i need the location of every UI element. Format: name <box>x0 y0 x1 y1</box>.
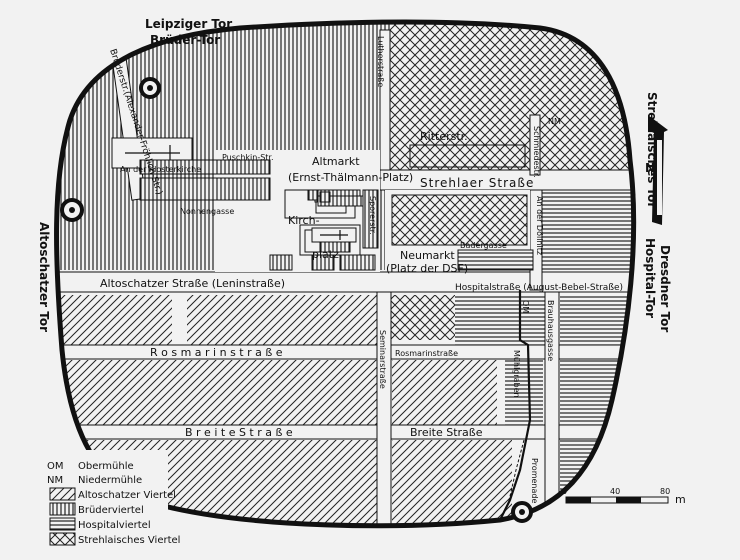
scale-bar: 0 40 80 m <box>562 487 686 506</box>
church-cross-icon <box>311 227 357 243</box>
muehlgraben-canal <box>494 290 532 526</box>
street-label-badergasse: Badergasse <box>460 241 507 250</box>
gate-label-hospital: Hospital-Tor <box>643 238 657 318</box>
square-label-neumarkt: Neumarkt <box>400 249 455 262</box>
street-label-nonnengasse: Nonnengasse <box>180 207 234 216</box>
mill-label-om: OM <box>521 300 530 313</box>
gate-label-brueder: Brüder-Tor <box>150 33 220 47</box>
street-label-rosmarin-east: Rosmarinstraße <box>395 349 458 358</box>
altoschatzer-block-3 <box>60 360 377 425</box>
scale-unit: m <box>675 493 686 506</box>
street-label-strehlaer: Strehlaer Straße <box>420 176 534 190</box>
street-label-promenade: Promenade <box>530 458 539 503</box>
legend-text-hospital: Hospitalviertel <box>78 520 151 531</box>
street-label-breite-west: B r e i t e S t r a ß e <box>185 426 293 439</box>
legend-abbr-nm: NM <box>47 475 63 486</box>
mill-label-nm: NM <box>548 117 561 126</box>
legend: OM Obermühle NM Niedermühle Altoschatzer… <box>28 450 180 560</box>
altoschatzer-block-4 <box>392 360 497 425</box>
street-label-seminar: Seminarstraße <box>378 330 387 389</box>
legend-abbr-om: OM <box>47 461 64 472</box>
square-label-altmarkt-alt: (Ernst-Thälmann-Platz) <box>288 171 413 184</box>
legend-swatch-vert <box>49 502 76 516</box>
legend-text-altoschatzer: Altoschatzer Viertel <box>78 490 176 501</box>
legend-text-strehlaisches: Strehlaisches Viertel <box>78 535 180 546</box>
hospital-muehlgraben <box>505 360 543 425</box>
altoschatzer-block-1 <box>60 295 172 345</box>
street-label-altoschatzer: Altoschatzer Straße (Leninstraße) <box>100 277 285 290</box>
legend-text-brueder: Brüderviertel <box>78 505 144 516</box>
legend-swatch-horiz <box>49 517 76 531</box>
north-label: N <box>645 161 655 175</box>
legend-text-nm: Niedermühle <box>78 475 142 486</box>
scale-tick-0: 0 <box>562 487 567 496</box>
legend-text-om: Obermühle <box>78 461 134 472</box>
city-wall <box>54 19 637 529</box>
street-label-ritter: Ritterstr. <box>420 130 468 143</box>
strehlaisches-viertel-south <box>390 295 455 340</box>
street-label-doellnitz: An der Döllnitz <box>535 196 544 255</box>
gate-label-altoschatzer: Altoschatzer Tor <box>37 222 51 332</box>
altoschatzer-block-2 <box>187 295 377 345</box>
street-label-rosmarin-west: R o s m a r i n s t r a ß e <box>150 346 283 359</box>
wall-towers <box>60 77 533 523</box>
legend-swatch-cross <box>49 532 76 546</box>
hospital-viertel-lower <box>455 295 550 345</box>
street-label-puschkin: Puschkin-Str. <box>222 153 274 162</box>
square-label-altmarkt: Altmarkt <box>312 155 360 168</box>
street-label-klosterkirche: An der Klosterkirche <box>120 165 201 174</box>
hospital-viertel-east <box>540 192 634 282</box>
gate-label-leipziger: Leipziger Tor <box>145 17 232 31</box>
street-label-breite-east: Breite Straße <box>410 426 483 439</box>
square-label-kirch: Kirch- <box>288 214 320 227</box>
legend-swatch-diag <box>49 487 76 501</box>
altoschatzer-block-6 <box>392 440 512 526</box>
square-label-neumarkt-alt: (Platz der DSF) <box>386 262 468 275</box>
street-label-brauhaus: Brauhausgasse <box>546 300 555 361</box>
street-label-hospitalstr: Hospitalstraße (August-Bebel-Straße) <box>455 283 623 293</box>
north-arrow-icon: N <box>645 115 668 225</box>
square-label-platz: platz <box>312 248 339 261</box>
gate-label-dresdner: Dresdner Tor <box>658 245 672 332</box>
street-label-luther: Lutherstraße <box>376 36 385 87</box>
altmarkt-blocks <box>307 189 331 203</box>
street-label-muehlgraben: Mühlgraben <box>512 350 521 398</box>
scale-tick-40: 40 <box>610 487 620 496</box>
scale-tick-80: 80 <box>660 487 670 496</box>
street-label-sporer: Sporerstr. <box>368 196 377 235</box>
street-label-schmied: Schmiedestr. <box>532 126 541 178</box>
